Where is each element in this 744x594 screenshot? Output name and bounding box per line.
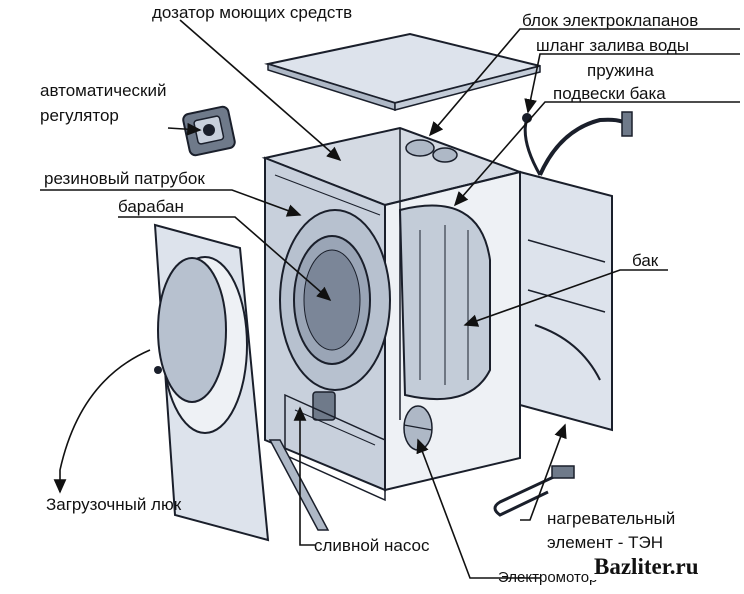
label-inlet-hose: шланг залива воды — [536, 36, 690, 55]
label-rubber-pipe: резиновый патрубок — [44, 169, 205, 188]
label-spring-line1: пружина — [587, 61, 654, 80]
top-lid — [264, 32, 541, 112]
leader-lines — [40, 19, 740, 579]
label-spring-line2: подвески бака — [553, 84, 666, 103]
bottom-strip — [268, 439, 330, 531]
tank-part — [398, 204, 491, 401]
label-heater-line2: элемент - ТЭН — [547, 533, 663, 552]
label-tank: бак — [632, 251, 659, 270]
drum-part — [279, 209, 391, 391]
heater-part — [493, 465, 575, 517]
front-panel — [153, 223, 270, 542]
valve-block-part — [405, 139, 458, 163]
label-loading-door: Загрузочный люк — [46, 495, 182, 514]
label-heater-line1: нагревательный — [547, 509, 676, 528]
pump-part — [312, 391, 336, 421]
label-auto-regulator-line2: регулятор — [40, 106, 119, 125]
label-motor: Электромотор — [498, 569, 598, 586]
label-detergent-dispenser: дозатор моющих средств — [152, 3, 353, 22]
auto-regulator-part — [182, 105, 236, 157]
base-legs — [284, 393, 386, 502]
inlet-hose-part — [522, 111, 633, 176]
label-drum: барабан — [118, 197, 184, 216]
label-auto-regulator-line1: автоматический — [40, 81, 167, 100]
label-valve-block: блок электроклапанов — [522, 11, 699, 30]
label-drain-pump: сливной насос — [314, 536, 430, 555]
back-panel — [519, 170, 613, 432]
watermark: Bazliter.ru — [590, 554, 703, 580]
motor-part — [403, 405, 433, 451]
